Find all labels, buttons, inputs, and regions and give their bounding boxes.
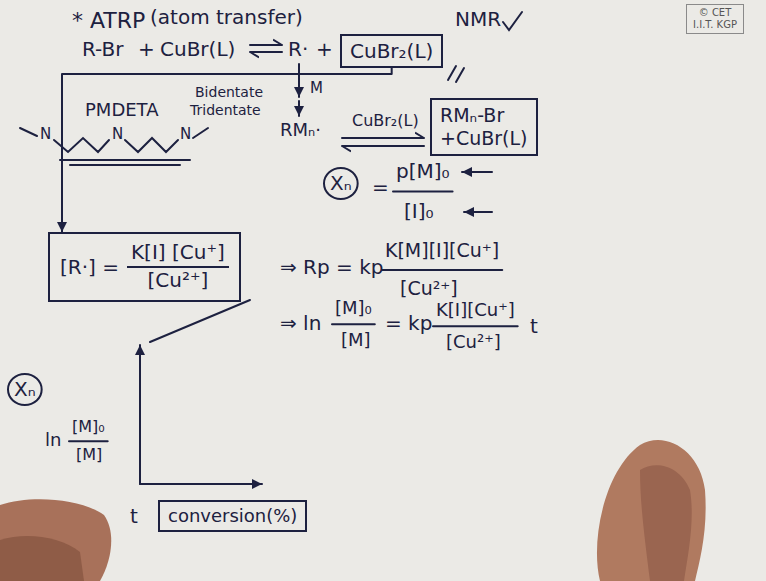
ligand-name: PMDETA [85, 100, 159, 121]
axis-symbol: Xₙ [14, 378, 36, 401]
heading: * ATRP [72, 8, 145, 33]
box-text: RMₙ-Br [440, 104, 528, 127]
right-hand [597, 440, 706, 581]
denominator: [Cu²⁺] [446, 332, 501, 353]
axis-symbol: t [130, 505, 138, 528]
species: CuBr₂(L) [352, 112, 419, 130]
hands [0, 440, 706, 581]
symbol: t [530, 315, 538, 338]
species: M [310, 80, 323, 97]
numerator: [M]₀ [335, 298, 372, 319]
species: RMₙ· [280, 120, 321, 141]
right-hand-shade [640, 465, 692, 581]
y-axis [139, 345, 141, 484]
operator: + [138, 38, 155, 61]
tick-strokes [448, 66, 464, 82]
species: CuBr(L) [160, 38, 235, 61]
box-text: +CuBr(L) [440, 127, 528, 150]
equilibrium-back [342, 145, 424, 147]
denominator: [M] [341, 330, 371, 351]
atom: N [180, 126, 191, 143]
atom: N [40, 126, 51, 143]
denominator: [Cu²⁺] [400, 278, 458, 300]
numerator: K[M][I][Cu⁺] [385, 240, 499, 262]
equation-text: [R·] = [60, 255, 119, 279]
box-text: CuBr₂(L) [350, 39, 433, 63]
x-axis [140, 483, 262, 485]
circle-mark [324, 168, 358, 199]
double-underline [60, 160, 190, 165]
equation-part: ⇒ ln [280, 312, 321, 335]
denominator: [M] [76, 446, 102, 464]
radical-concentration-box: [R·] = K[I] [Cu⁺][Cu²⁺] [48, 232, 241, 302]
ink-strokes [20, 12, 522, 484]
fraction-bar [433, 325, 518, 327]
propagation-arrow [298, 64, 300, 97]
fraction-bar [382, 269, 502, 271]
note: Tridentate [190, 102, 261, 118]
equilibrium-forward [250, 44, 282, 46]
atom: N [112, 126, 123, 143]
link-stroke [150, 300, 250, 342]
equation-part: = kp [385, 312, 432, 335]
dormant-species-box: RMₙ-Br+CuBr(L) [430, 98, 538, 156]
connector [62, 68, 392, 232]
fraction: K[I] [Cu⁺][Cu²⁺] [127, 240, 229, 294]
note: (atom transfer) [150, 6, 303, 29]
fraction-bar [69, 440, 108, 442]
circle-mark [8, 374, 42, 405]
equilibrium-forward [342, 137, 424, 139]
operator: + [316, 38, 333, 61]
product-box: CuBr₂(L) [340, 34, 443, 68]
equilibrium-back [250, 51, 282, 53]
numerator: [M]₀ [72, 418, 105, 436]
propagation-arrow [298, 101, 300, 116]
box-text: conversion(%) [168, 505, 297, 527]
pointer-arrow [462, 171, 492, 173]
denominator: [I]₀ [404, 200, 434, 223]
symbol: Xₙ [330, 172, 352, 195]
pointer-arrow [464, 211, 492, 213]
axis-label: ln [45, 430, 61, 451]
box-text: © CET I.I.T. KGP [690, 7, 740, 31]
operator: = [372, 176, 389, 199]
check-mark [503, 12, 522, 30]
numerator: p[M]₀ [396, 160, 450, 183]
equation-part: ⇒ Rp = kp [280, 256, 383, 279]
note: Bidentate [195, 84, 263, 100]
note: NMR [455, 8, 501, 31]
left-hand [0, 499, 111, 581]
left-hand-shade [0, 536, 84, 581]
fraction-bar [332, 323, 375, 325]
numerator: K[I][Cu⁺] [436, 300, 515, 321]
axis-label-box: conversion(%) [158, 500, 307, 532]
species: R-Br [82, 38, 124, 61]
watermark-box: © CET I.I.T. KGP [686, 4, 744, 34]
numerator: K[I] [Cu⁺] [127, 240, 229, 268]
species: R· [288, 38, 308, 61]
denominator: [Cu²⁺] [143, 268, 212, 294]
fraction-bar [393, 191, 453, 193]
